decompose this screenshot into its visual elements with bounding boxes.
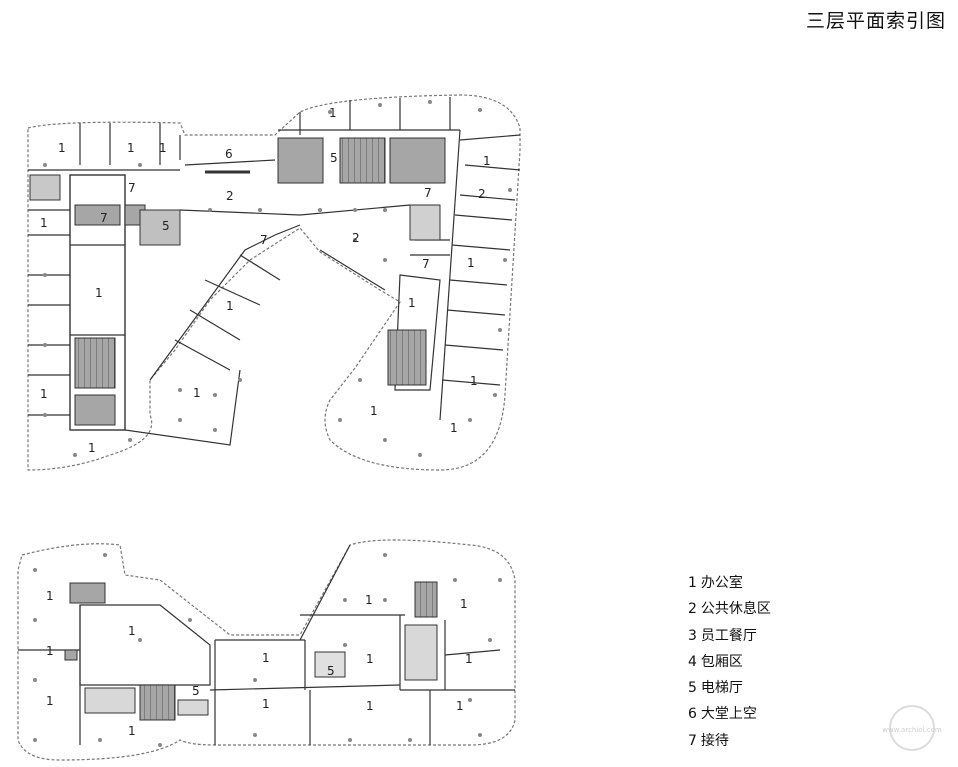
watermark-logo: www.archiol.com xyxy=(882,705,942,751)
upper-room-labels: 1 1 1 1 1 1 1 1 1 1 1 1 1 1 1 1 2 2 2 5 … xyxy=(40,106,491,455)
room-label: 1 xyxy=(40,387,48,401)
room-label: 5 xyxy=(162,219,170,233)
room-label: 1 xyxy=(329,106,337,120)
room-label: 2 xyxy=(478,187,486,201)
room-label: 1 xyxy=(40,216,48,230)
lower-columns xyxy=(33,553,502,747)
room-label: 1 xyxy=(159,141,167,155)
room-label: 1 xyxy=(88,441,96,455)
room-label: 1 xyxy=(46,694,54,708)
lower-cores xyxy=(64,581,438,721)
upper-floor-plan xyxy=(27,94,521,471)
lower-plan-outline xyxy=(17,539,516,761)
room-label: 1 xyxy=(366,699,374,713)
room-label: 1 xyxy=(450,421,458,435)
room-label: 1 xyxy=(365,593,373,607)
room-label: 1 xyxy=(483,154,491,168)
room-label: 1 xyxy=(262,697,270,711)
room-label: 5 xyxy=(192,684,200,698)
room-label: 1 xyxy=(460,597,468,611)
room-label: 1 xyxy=(366,652,374,666)
room-label: 7 xyxy=(100,211,108,225)
room-label: 1 xyxy=(467,256,475,270)
upper-plan-outline xyxy=(27,94,521,471)
room-label: 1 xyxy=(128,724,136,738)
room-label: 1 xyxy=(95,286,103,300)
room-label: 7 xyxy=(128,181,136,195)
room-label: 1 xyxy=(58,141,66,155)
room-label: 1 xyxy=(127,141,135,155)
room-label: 1 xyxy=(46,589,54,603)
page-title: 三层平面索引图 xyxy=(805,10,946,32)
room-label: 5 xyxy=(327,664,335,678)
watermark-text: www.archiol.com xyxy=(882,726,942,734)
room-label: 5 xyxy=(330,151,338,165)
room-label: 1 xyxy=(456,699,464,713)
room-label: 7 xyxy=(260,233,268,247)
room-label: 2 xyxy=(226,189,234,203)
room-label: 1 xyxy=(370,404,378,418)
upper-columns xyxy=(43,100,512,457)
room-label: 1 xyxy=(470,374,478,388)
room-label: 1 xyxy=(226,299,234,313)
upper-cores xyxy=(29,137,446,426)
room-label: 1 xyxy=(128,624,136,638)
room-label: 6 xyxy=(225,147,233,161)
room-label: 1 xyxy=(46,644,54,658)
room-label: 2 xyxy=(352,231,360,245)
room-label: 7 xyxy=(424,186,432,200)
room-label: 1 xyxy=(465,652,473,666)
room-label: 1 xyxy=(408,296,416,310)
room-label: 1 xyxy=(262,651,270,665)
lower-floor-plan xyxy=(17,539,516,761)
room-label: 7 xyxy=(422,257,430,271)
lower-room-labels: 1 1 1 1 1 1 1 1 1 1 1 1 1 5 5 xyxy=(46,589,473,738)
room-label: 1 xyxy=(193,386,201,400)
